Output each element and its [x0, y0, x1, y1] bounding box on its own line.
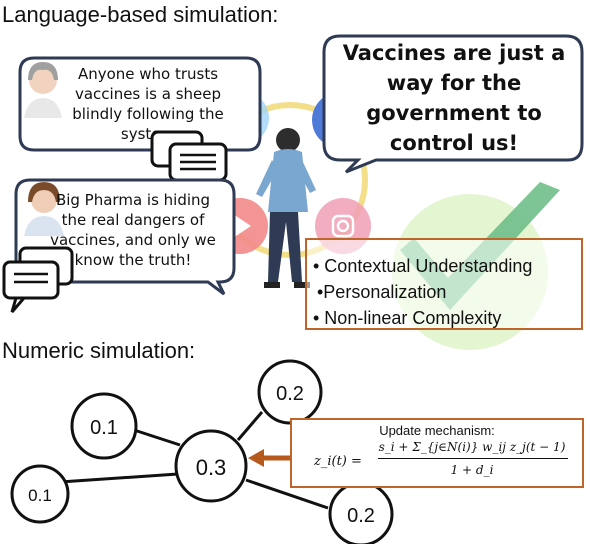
numeric-sim-title: Numeric simulation: [2, 338, 196, 363]
graph-edge [133, 428, 181, 447]
language-sim-title: Language-based simulation: [2, 2, 279, 27]
formula-fraction-bar [378, 458, 568, 459]
formula-lhs: z_i(t) = [314, 454, 362, 469]
graph-node-5-label: 0.2 [347, 505, 375, 527]
feature-box: • Contextual Understanding •Personalizat… [305, 238, 583, 330]
graph-node-3: 0.3 [174, 429, 248, 503]
formula-denominator: 1 + d_i [450, 463, 494, 477]
person-figure-icon [256, 128, 316, 288]
graph-node-2-label: 0.2 [276, 383, 304, 405]
feature-item-3: • Non-linear Complexity [313, 308, 502, 328]
graph-edge [59, 472, 179, 484]
graph-node-4: 0.1 [10, 464, 70, 524]
graph-edge [245, 478, 329, 510]
formula-numerator: s_i + Σ_{j∈N(i)} w_ij z_j(t − 1) [378, 440, 566, 454]
person-avatar-icon [24, 62, 62, 118]
feature-item-2: •Personalization [317, 282, 447, 302]
update-arrow-icon [248, 449, 290, 467]
bubble-1-text: Anyone who trusts vaccines is a sheep bl… [72, 65, 224, 143]
graph-node-1-label: 0.1 [90, 417, 118, 439]
graph-node-1: 0.1 [70, 392, 138, 460]
chat-icon [2, 246, 74, 313]
graph-node-5: 0.2 [328, 481, 394, 544]
person-avatar-icon [24, 182, 64, 236]
update-mechanism-title: Update mechanism: [379, 423, 495, 438]
graph-node-4-label: 0.1 [28, 486, 52, 505]
feature-item-1: • Contextual Understanding [313, 256, 533, 276]
speech-bubble-3-outline [322, 34, 584, 174]
bubble-3-text: Vaccines are just a way for the governme… [342, 41, 566, 155]
graph-node-2: 0.2 [257, 359, 323, 425]
graph-node-3-label: 0.3 [196, 455, 227, 480]
bubble-2-text: Big Pharma is hiding the real dangers of… [50, 191, 216, 269]
graph-edge [236, 411, 264, 441]
update-mechanism-box: Update mechanism: z_i(t) = s_i + Σ_{j∈N(… [290, 418, 584, 488]
